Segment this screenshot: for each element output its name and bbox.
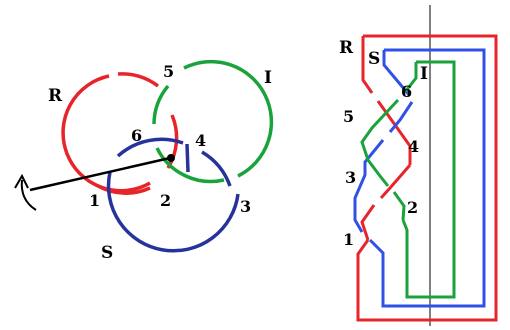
label-i-left: I (264, 68, 272, 88)
strand-s (368, 48, 486, 308)
crossing-5-left: 5 (163, 62, 174, 81)
crossing-5-right: 5 (343, 107, 354, 126)
crossing-6-right: 6 (401, 82, 412, 101)
ring-s-hook (185, 143, 190, 173)
strand-i-top (403, 62, 418, 93)
strand-i (401, 60, 456, 299)
ring-i-arc-left (152, 84, 170, 125)
ring-r (61, 74, 151, 193)
ring-i (183, 59, 274, 178)
crossing-1-right: 1 (343, 230, 354, 249)
strand-r (356, 34, 498, 322)
strand-i-braid-mid (360, 98, 400, 187)
strand-r-braid-mid (376, 100, 412, 165)
ring-s-arc-right (201, 150, 232, 187)
crossing-2-left: 2 (160, 191, 171, 210)
strand-i-braid-low (392, 191, 406, 221)
label-i-right: I (420, 64, 428, 84)
strand-r-braid-bottom (360, 204, 376, 241)
crossing-4-right: 4 (408, 137, 419, 156)
crossing-3-left: 3 (240, 197, 251, 216)
label-r-right: R (339, 38, 354, 58)
ring-s-arc-top (116, 137, 184, 158)
label-s-left: S (101, 243, 113, 263)
strand-r-braid-low (379, 164, 412, 200)
label-s-right: S (368, 49, 380, 69)
arrow-pivot-dot (167, 154, 175, 162)
arrow-line (29, 156, 171, 192)
left-figure (14, 59, 274, 253)
strand-r-braid-upper (361, 44, 374, 94)
strand-s-top (382, 50, 412, 97)
ring-i-arc-lower (155, 147, 225, 184)
ring-r-arc-bottom (97, 184, 151, 195)
rotation-arrow-head (14, 173, 29, 189)
crossing-2-right: 2 (407, 198, 418, 217)
label-r-left: R (48, 86, 63, 106)
ring-s (106, 171, 240, 253)
ring-r-arc-top (117, 72, 160, 88)
strand-s-braid-mid (353, 139, 385, 233)
crossing-6-left: 6 (131, 126, 142, 145)
rotation-arrow (20, 179, 37, 211)
crossing-4-left: 4 (195, 131, 206, 150)
crossing-1-left: 1 (89, 191, 100, 210)
crossing-3-right: 3 (345, 168, 356, 187)
right-figure (353, 5, 498, 326)
strand-s-braid-upper (388, 101, 414, 133)
